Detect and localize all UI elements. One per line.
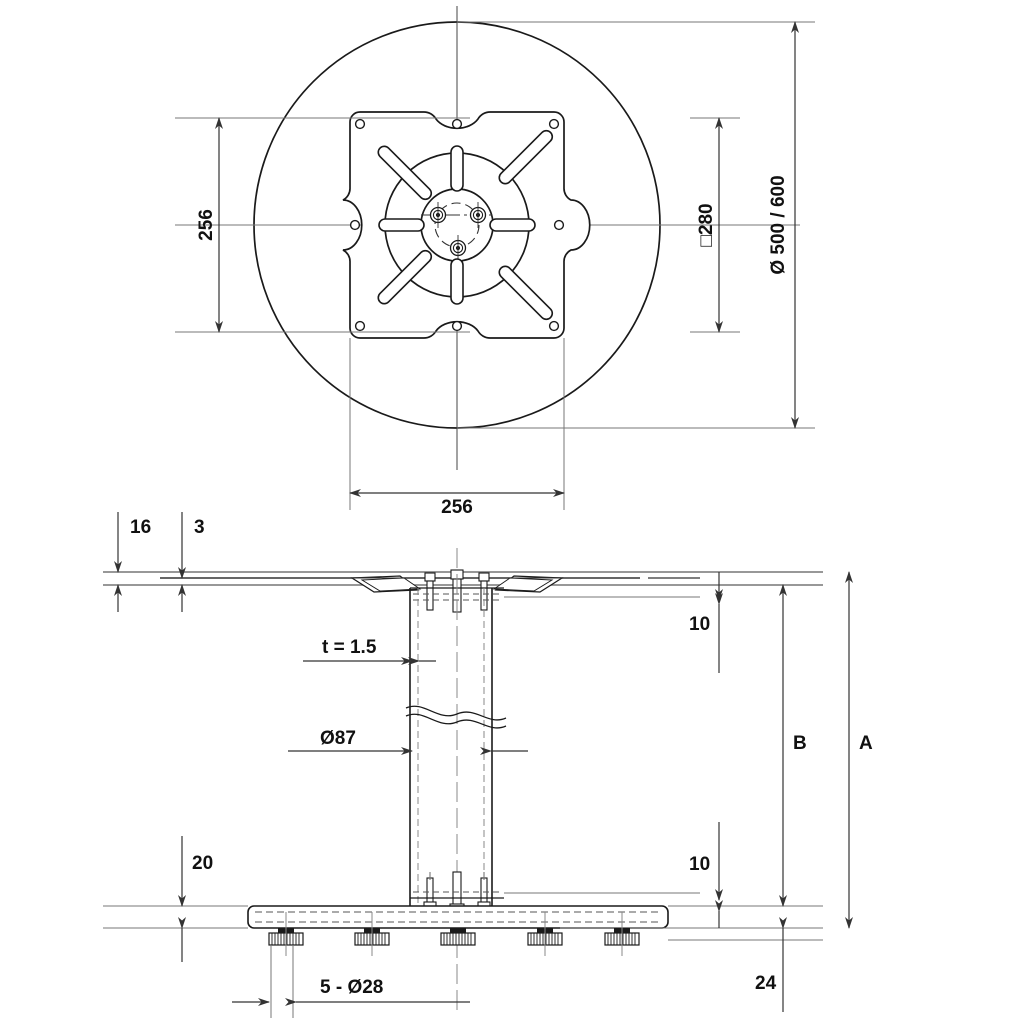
column-tube [409,588,493,906]
dim-10-lower-label: 10 [689,854,710,875]
dim-20-label: 20 [192,853,213,874]
bottom-flange-plate [410,891,700,899]
dim-280-square-label: □280 [696,203,717,246]
dim-disc-diameter-label: Ø 500 / 600 [768,175,789,274]
dim-A-label: A [859,733,873,754]
side-view-group: 16 3 t = 1.5 Ø87 10 [103,512,873,1018]
dim-t15-label: t = 1.5 [322,637,377,658]
dim-5-d28-label: 5 - Ø28 [320,977,383,998]
dim-B-label: B [793,733,807,754]
dim-256-horizontal-label: 256 [441,497,473,518]
dim-A: A [845,571,873,929]
dim-24-label: 24 [755,973,777,994]
dim-3: 3 [178,512,205,612]
dim-d87-label: Ø87 [320,728,356,749]
dim-10-upper-label: 10 [689,614,710,635]
bracket-axial-slots [378,145,536,305]
dim-t15: t = 1.5 [303,637,436,665]
dim-20: 20 [178,836,213,962]
dim-d87: Ø87 [288,728,528,755]
dim-256-vertical: 256 [196,117,223,333]
dim-16-label: 16 [130,517,151,538]
dim-3-label: 3 [194,517,205,538]
dim-10-upper: 10 [689,572,723,673]
dim-256-vertical-label: 256 [196,209,217,241]
dim-280-square: □280 [696,117,723,333]
dim-24: 24 [755,917,787,1012]
top-view-group: 256 □280 Ø 500 / 600 256 [175,6,815,518]
dim-10-lower: 10 [689,822,723,928]
dim-5-d28: 5 - Ø28 [232,945,470,1018]
dim-16: 16 [114,512,151,612]
hub-bolts [429,202,487,261]
top-view-extension-lines [175,21,815,510]
dim-B: B [779,584,807,907]
base-plate [103,905,823,941]
dim-256-horizontal: 256 [349,489,565,518]
bracket-corner-holes [349,118,565,332]
bracket-diagonal-slots [377,129,554,321]
dim-disc-diameter: Ø 500 / 600 [768,21,799,429]
break-line-symbol [405,705,507,729]
adjustable-feet [268,912,640,956]
mounting-bracket-side [350,575,564,593]
